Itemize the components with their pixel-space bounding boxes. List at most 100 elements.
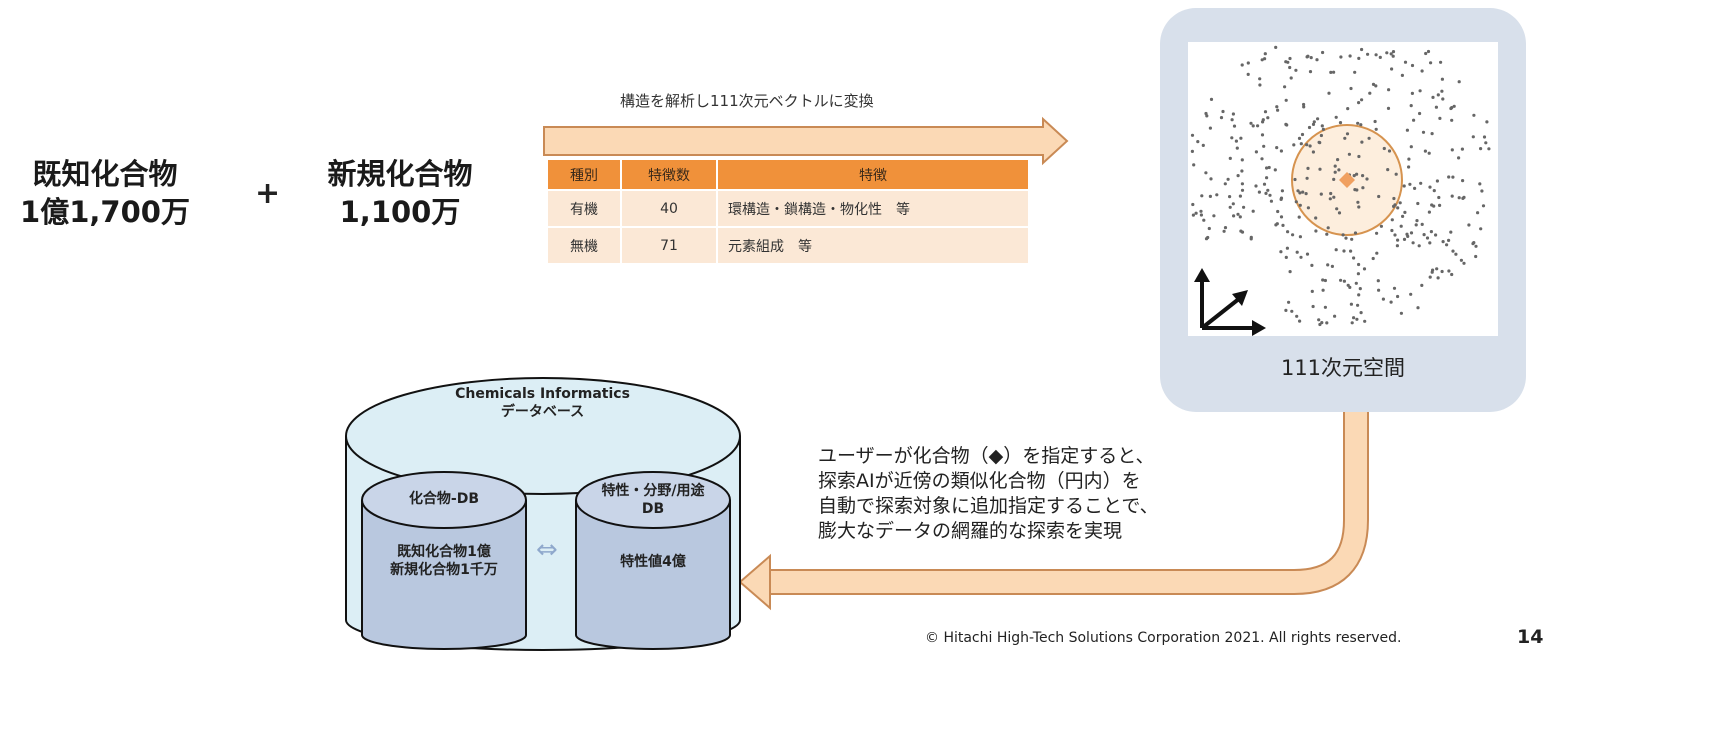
- compound-point: [1279, 250, 1283, 254]
- new-compounds: 新規化合物 1,100万: [310, 155, 490, 231]
- compound-point: [1310, 289, 1314, 293]
- compound-point: [1352, 316, 1356, 320]
- compound-point: [1199, 209, 1203, 213]
- compound-point: [1230, 136, 1234, 140]
- compound-point: [1200, 194, 1204, 198]
- compound-point: [1434, 105, 1438, 109]
- compound-point: [1276, 209, 1280, 214]
- compound-point: [1341, 233, 1345, 237]
- compound-point: [1323, 305, 1327, 309]
- compound-point: [1462, 261, 1466, 265]
- description: ユーザーが化合物（◆）を指定すると、 探索AIが近傍の類似化合物（円内）を 自動…: [818, 444, 1159, 544]
- compound-point: [1353, 70, 1357, 74]
- compound-point: [1345, 132, 1350, 136]
- compound-point: [1305, 252, 1310, 256]
- compound-point: [1251, 209, 1255, 213]
- compound-point: [1228, 195, 1232, 199]
- compound-point: [1438, 203, 1442, 207]
- compound-point: [1240, 63, 1244, 67]
- compound-point: [1334, 248, 1338, 252]
- db-line: 新規化合物1千万: [390, 562, 498, 578]
- compound-point: [1418, 111, 1422, 116]
- compound-point: [1232, 124, 1237, 128]
- compound-point: [1354, 281, 1358, 285]
- header-features: 特徴: [718, 160, 1028, 189]
- compound-point: [1476, 211, 1480, 215]
- compound-point: [1440, 77, 1444, 81]
- compound-point: [1428, 185, 1432, 189]
- compound-point: [1305, 55, 1309, 59]
- compound-point: [1208, 126, 1212, 130]
- right-arrow-icon: [543, 116, 1069, 166]
- compound-point: [1478, 182, 1482, 186]
- compound-point: [1209, 97, 1214, 101]
- compound-point: [1302, 105, 1306, 109]
- compound-point: [1449, 230, 1453, 234]
- compound-point: [1471, 135, 1475, 139]
- compound-point: [1223, 226, 1228, 230]
- compound-point: [1447, 175, 1451, 179]
- known-count: 1億1,700万: [20, 195, 190, 229]
- compound-point: [1223, 182, 1227, 186]
- compound-point: [1284, 60, 1288, 64]
- compound-point: [1472, 113, 1476, 117]
- compound-point: [1284, 98, 1288, 102]
- compound-point: [1333, 164, 1337, 168]
- compound-point: [1393, 203, 1397, 207]
- compound-point: [1298, 319, 1302, 323]
- compound-point: [1467, 223, 1471, 227]
- compound-point: [1396, 238, 1400, 242]
- compound-point: [1365, 177, 1369, 181]
- compound-point: [1430, 203, 1434, 207]
- compound-point: [1266, 116, 1270, 120]
- compound-point: [1311, 122, 1316, 126]
- compound-point: [1262, 144, 1266, 148]
- compound-point: [1264, 191, 1268, 195]
- compound-point: [1318, 141, 1322, 145]
- compound-point: [1481, 204, 1486, 208]
- compound-point: [1418, 89, 1422, 93]
- compound-point: [1308, 144, 1312, 148]
- compound-point: [1424, 51, 1428, 56]
- compound-point: [1426, 49, 1431, 54]
- feature-table: 種別 特徴数 特徴 有機 40 環構造・鎖構造・物化性 等 無機 71 元素組成…: [546, 158, 1030, 265]
- known-title: 既知化合物: [32, 157, 178, 191]
- compound-point: [1240, 188, 1245, 192]
- compound-point: [1427, 151, 1431, 155]
- compound-point: [1361, 186, 1365, 190]
- compound-point: [1359, 311, 1363, 315]
- description-line: 自動で探索対象に追加指定することで、: [818, 495, 1159, 517]
- compound-point: [1420, 283, 1424, 287]
- space-label: 111次元空間: [1280, 356, 1406, 380]
- compound-point: [1479, 147, 1483, 151]
- compound-point: [1307, 125, 1312, 130]
- compound-point: [1409, 231, 1414, 235]
- compound-point: [1209, 177, 1213, 181]
- compound-point: [1347, 152, 1351, 156]
- compound-point: [1204, 237, 1209, 241]
- compound-point: [1265, 166, 1269, 170]
- compound-point: [1429, 230, 1433, 234]
- compound-point: [1249, 121, 1253, 125]
- compound-point: [1246, 61, 1250, 65]
- compound-point: [1194, 211, 1198, 215]
- compound-point: [1457, 156, 1461, 160]
- compound-point: [1409, 104, 1413, 108]
- compound-point: [1390, 67, 1394, 71]
- compound-point: [1482, 135, 1487, 139]
- compound-point: [1440, 269, 1444, 274]
- plus-sign: +: [255, 176, 281, 211]
- compound-point: [1319, 133, 1323, 138]
- compound-point: [1321, 50, 1325, 55]
- compound-point: [1414, 223, 1418, 227]
- compound-point: [1319, 192, 1323, 196]
- compound-point: [1318, 322, 1322, 327]
- compound-point: [1461, 179, 1465, 183]
- compound-point: [1238, 194, 1242, 198]
- arrow-caption: 構造を解析し111次元ベクトルに変換: [620, 92, 874, 110]
- compound-point: [1375, 231, 1379, 235]
- compound-point: [1356, 200, 1360, 204]
- compound-point: [1451, 175, 1455, 179]
- compound-point: [1450, 272, 1454, 277]
